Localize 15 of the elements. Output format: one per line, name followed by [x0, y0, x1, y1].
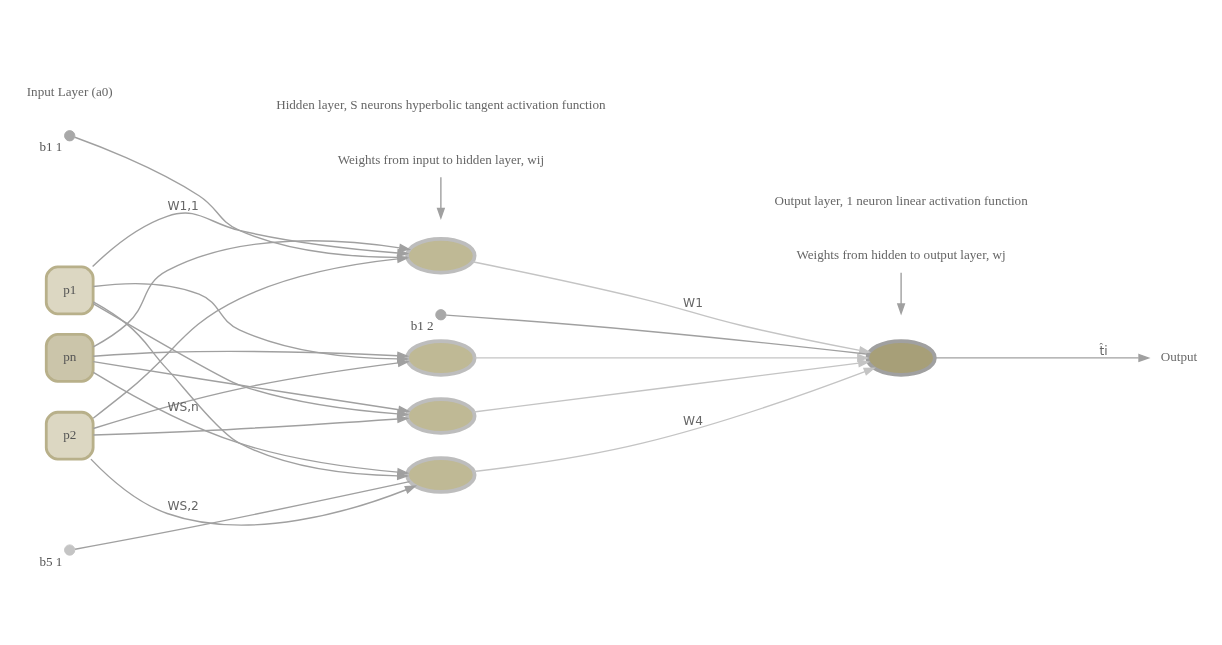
label: Weights from input to hidden layer, wij [337, 151, 545, 167]
node-label: b1 1 [39, 139, 63, 155]
edge-label: W1,1 [167, 199, 199, 214]
label: Weights from hidden to output layer, wj [796, 247, 1006, 263]
node-text: Output [1160, 349, 1198, 365]
label: Input Layer (a0) [26, 84, 113, 100]
edge-label: W4 [683, 413, 703, 428]
label: Hidden layer, S neurons hyperbolic tangent activation function [276, 97, 606, 113]
edge-label: WS,n [167, 399, 199, 414]
edge-label: t̂i [1099, 343, 1108, 358]
edge-label: WS,2 [167, 499, 199, 514]
node-label: b1 2 [410, 318, 434, 334]
edge-label: W1 [683, 295, 703, 310]
label: Output layer, 1 neuron linear activation function [774, 192, 1028, 208]
node-label: b5 1 [39, 553, 63, 569]
